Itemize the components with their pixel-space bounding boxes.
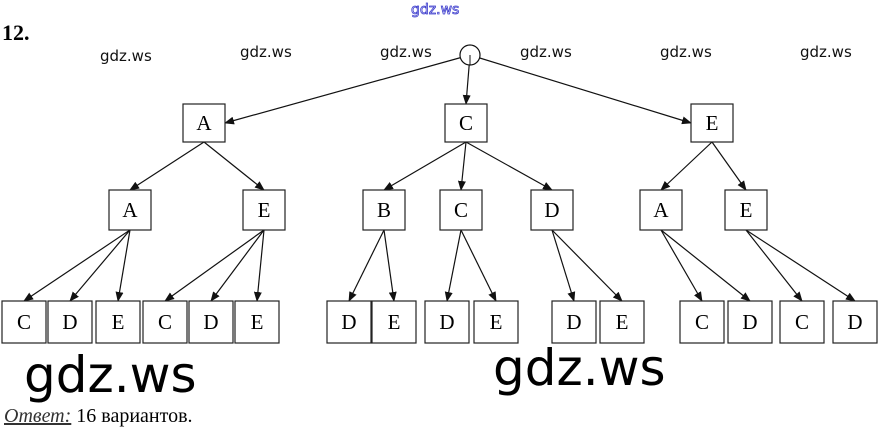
watermark-big: gdz.ws bbox=[493, 339, 666, 397]
level2-node-label: B bbox=[377, 198, 391, 222]
tree-edge bbox=[465, 141, 553, 191]
tree-edge bbox=[383, 229, 397, 302]
level3-node-label: D bbox=[847, 310, 862, 334]
tree-edge bbox=[660, 229, 751, 302]
level3-node-label: E bbox=[616, 310, 629, 334]
watermark: gdz.ws bbox=[800, 43, 852, 61]
level3-node-box bbox=[326, 300, 372, 344]
level1-node-label: C bbox=[459, 111, 473, 135]
tree-edge bbox=[745, 229, 803, 302]
level3-node-box bbox=[234, 300, 280, 344]
tree-edge bbox=[383, 141, 467, 191]
level1-node-label: A bbox=[196, 111, 212, 135]
tree-edge bbox=[460, 229, 497, 302]
level3-node-label: D bbox=[62, 310, 77, 334]
level2-node-label: D bbox=[544, 198, 559, 222]
level3-node-label: D bbox=[742, 310, 757, 334]
level1-node-box bbox=[182, 103, 226, 143]
watermark: gdz.ws bbox=[100, 47, 152, 65]
level3-node-box bbox=[1, 300, 47, 344]
level2-node-box bbox=[639, 189, 683, 231]
problem-number: 12. bbox=[2, 20, 30, 45]
tree-edge bbox=[224, 54, 471, 125]
level1-node-box bbox=[444, 103, 488, 143]
tree-edge bbox=[164, 229, 265, 302]
tree-edge bbox=[253, 229, 265, 302]
tree-edge bbox=[69, 229, 131, 302]
level2-node-box bbox=[439, 189, 483, 231]
level3-node-box bbox=[424, 300, 470, 344]
level3-node-box bbox=[679, 300, 725, 344]
tree-edge bbox=[129, 141, 205, 191]
tree-edge bbox=[551, 229, 576, 302]
answer-label: Ответ: bbox=[4, 405, 72, 427]
level3-node-label: D bbox=[341, 310, 356, 334]
level3-node-box bbox=[47, 300, 93, 344]
tree-edge bbox=[203, 141, 265, 191]
tree-edge bbox=[660, 229, 703, 302]
answer-text: 16 вариантов. bbox=[71, 405, 193, 427]
level3-node-box bbox=[727, 300, 773, 344]
watermark-big: gdz.ws bbox=[24, 346, 197, 404]
level3-node-label: C bbox=[158, 310, 172, 334]
watermark-top: gdz.ws bbox=[411, 2, 460, 19]
watermark: gdz.ws bbox=[660, 43, 712, 61]
level2-node-label: E bbox=[740, 198, 753, 222]
level3-node-label: C bbox=[17, 310, 31, 334]
level2-node-box bbox=[362, 189, 406, 231]
level3-node-box bbox=[142, 300, 188, 344]
watermark: gdz.ws bbox=[520, 43, 572, 61]
tree-edge bbox=[348, 229, 385, 302]
level2-node-label: C bbox=[454, 198, 468, 222]
level2-node-box bbox=[108, 189, 152, 231]
level3-node-label: D bbox=[439, 310, 454, 334]
tree-edge bbox=[444, 229, 462, 302]
level3-node-box bbox=[473, 300, 519, 344]
level3-node-box bbox=[188, 300, 234, 344]
level3-node-label: C bbox=[795, 310, 809, 334]
level1-node-box bbox=[690, 103, 734, 143]
tree-edge bbox=[457, 141, 467, 191]
level3-node-box bbox=[599, 300, 645, 344]
level3-node-box bbox=[779, 300, 825, 344]
tree-edge bbox=[660, 141, 713, 191]
level2-node-box bbox=[724, 189, 768, 231]
level3-node-label: C bbox=[695, 310, 709, 334]
level3-node-box bbox=[371, 300, 417, 344]
level3-node-label: D bbox=[566, 310, 581, 334]
tree-edge bbox=[210, 229, 265, 302]
watermark: gdz.ws bbox=[240, 43, 292, 61]
tree-edge bbox=[115, 229, 131, 302]
watermark: gdz.ws bbox=[380, 43, 432, 61]
level1-node-label: E bbox=[706, 111, 719, 135]
answer: Ответ: 16 вариантов. bbox=[4, 405, 193, 428]
level2-node-box bbox=[530, 189, 574, 231]
level3-node-box bbox=[551, 300, 597, 344]
tree-edge bbox=[23, 229, 131, 302]
level3-node-label: E bbox=[251, 310, 264, 334]
level3-node-label: E bbox=[490, 310, 503, 334]
level3-node-box bbox=[95, 300, 141, 344]
level2-node-box bbox=[242, 189, 286, 231]
tree-edge bbox=[551, 229, 623, 302]
level3-node-label: E bbox=[112, 310, 125, 334]
tree-edge bbox=[745, 229, 856, 302]
level2-node-label: E bbox=[258, 198, 271, 222]
level3-node-box bbox=[832, 300, 878, 344]
level3-node-label: E bbox=[388, 310, 401, 334]
level3-node-label: D bbox=[203, 310, 218, 334]
tree-edge bbox=[711, 141, 747, 191]
level2-node-label: A bbox=[653, 198, 669, 222]
tree-edge bbox=[469, 54, 692, 125]
level2-node-label: A bbox=[122, 198, 138, 222]
